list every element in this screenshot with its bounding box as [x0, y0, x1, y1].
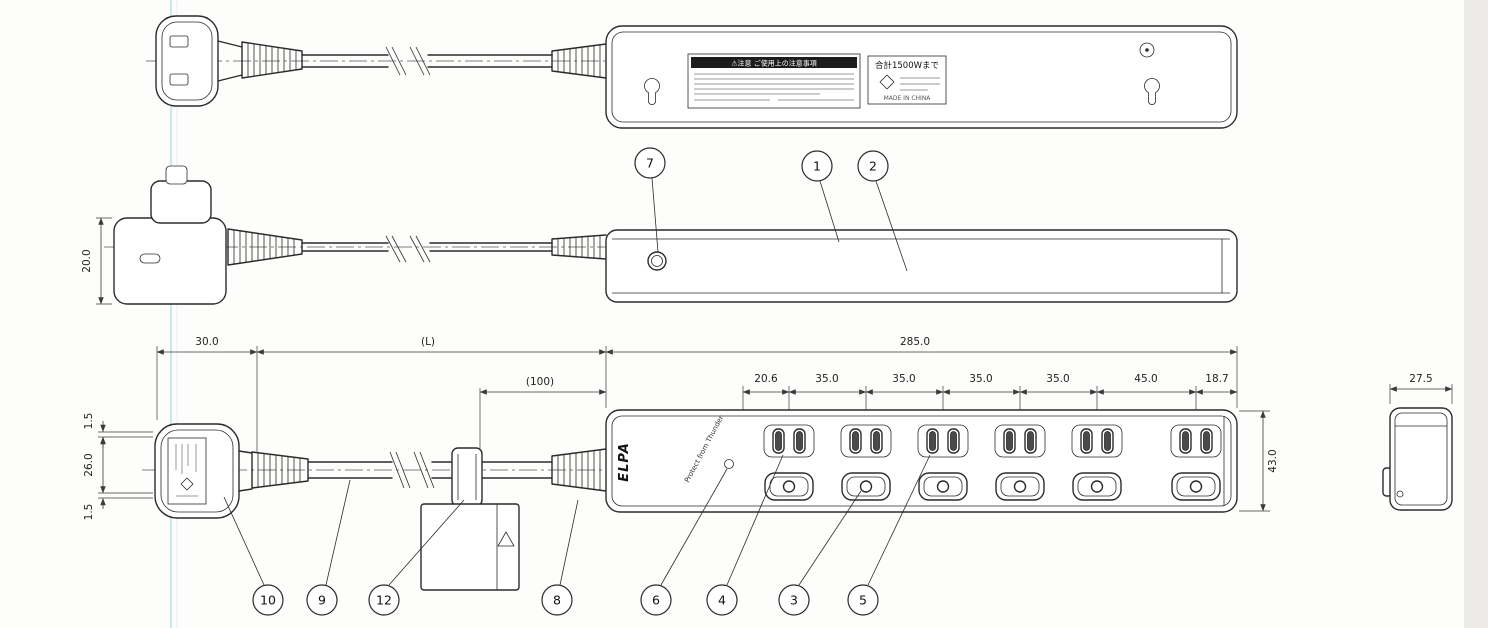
screw-center	[1145, 48, 1149, 52]
view-side: 20.0 7 1	[81, 147, 1238, 305]
callout-6: 6	[640, 468, 728, 616]
callout-4: 4	[706, 454, 784, 616]
pse-diamond-mark	[180, 477, 194, 491]
plug-label-text-lines	[175, 444, 198, 497]
dim-text-1-5-bottom: 1.5	[83, 504, 95, 521]
protector-button-inner	[651, 255, 663, 267]
dim-text-18-7: 18.7	[1205, 373, 1228, 385]
rating-label-main: 合計1500Wまで	[875, 60, 939, 71]
strip-body-front: ELPA Protect from Thunder	[605, 409, 1238, 513]
strain-relief-strip-top	[551, 43, 607, 79]
callout-2-number: 2	[869, 159, 877, 174]
view-top-back: ⚠注意 ご使用上の注意事項 合計1500Wまで MADE IN CHINA	[146, 15, 1238, 129]
brand-logo: ELPA	[617, 442, 632, 482]
dim-text-1-5-top: 1.5	[83, 413, 95, 430]
plug-blade-side	[165, 165, 188, 185]
callout-3: 3	[778, 490, 862, 616]
cord-tag	[420, 447, 520, 591]
plug-back	[155, 15, 243, 107]
dim-text-27-5: 27.5	[1409, 373, 1432, 385]
dim-text-30: 30.0	[195, 336, 218, 348]
callout-10-number: 10	[260, 593, 276, 608]
plug-front	[154, 423, 253, 519]
callout-1: 1	[801, 150, 840, 243]
cord-top	[301, 46, 553, 76]
warning-triangle-icon	[497, 531, 515, 547]
dim-strip-height: 43.0	[1239, 410, 1279, 512]
dim-text-285: 285.0	[900, 336, 930, 348]
strain-relief-plug-top	[241, 41, 303, 79]
strip-body-side	[605, 229, 1238, 303]
rating-label-text-lines	[900, 77, 940, 91]
cord-break-symbol	[385, 46, 431, 76]
dim-text-45: 45.0	[1134, 373, 1157, 385]
keyhole-mount-slot	[1144, 78, 1160, 105]
callout-5-number: 5	[859, 593, 867, 608]
dim-text-35-d: 35.0	[1046, 373, 1069, 385]
plug-blade-slot	[169, 73, 189, 86]
callout-12: 12	[368, 499, 465, 616]
dim-100: (100)	[479, 376, 607, 450]
strain-relief-strip-side	[551, 234, 607, 260]
end-view-detail-circle	[1396, 490, 1404, 498]
rating-label-sub: MADE IN CHINA	[884, 95, 932, 102]
callout-9-number: 9	[318, 593, 326, 608]
callout-1-number: 1	[813, 159, 821, 174]
surge-indicator-led	[724, 459, 734, 469]
plug-side	[113, 165, 227, 305]
page-edge-shadow	[1464, 0, 1488, 628]
pse-diamond-mark	[879, 74, 895, 90]
dim-text-35-a: 35.0	[815, 373, 838, 385]
callout-5: 5	[847, 454, 931, 616]
end-view-body	[1389, 407, 1453, 511]
cord-break-symbol	[385, 235, 431, 263]
strain-relief-plug-side	[227, 228, 303, 266]
dim-text-100: (100)	[526, 376, 554, 388]
callout-2: 2	[857, 150, 908, 272]
dim-text-35-c: 35.0	[969, 373, 992, 385]
cord-break-symbol	[389, 451, 435, 489]
dim-text-L: (L)	[421, 336, 435, 348]
plug-blade-slot	[169, 35, 189, 48]
strain-relief-strip-front	[551, 448, 607, 492]
strip-body-back: ⚠注意 ご使用上の注意事項 合計1500Wまで MADE IN CHINA	[605, 25, 1238, 129]
warning-label: ⚠注意 ご使用上の注意事項	[687, 53, 861, 109]
keyhole-mount-slot	[644, 78, 660, 105]
dim-row-overall: 30.0 (L) 285.0	[156, 336, 1238, 452]
callout-8: 8	[541, 499, 579, 616]
dim-text-20: 20.0	[81, 249, 93, 272]
warning-label-text-lines	[694, 73, 854, 101]
callout-4-number: 4	[718, 593, 726, 608]
view-end: 27.5	[1382, 373, 1453, 511]
rating-label: 合計1500Wまで MADE IN CHINA	[867, 55, 947, 105]
plug-side-detail	[139, 253, 161, 264]
callout-10: 10	[223, 496, 284, 616]
screw-boss	[1139, 42, 1155, 58]
protector-button-side	[647, 251, 667, 271]
callout-8-number: 8	[553, 593, 561, 608]
plug-label	[167, 437, 207, 505]
callout-9: 9	[306, 479, 351, 616]
callout-6-number: 6	[652, 593, 660, 608]
dim-text-43: 43.0	[1267, 449, 1279, 472]
dim-plug-label: 1.5 26.0 1.5	[83, 413, 153, 521]
callout-3-number: 3	[790, 593, 798, 608]
end-view-inner	[1394, 412, 1448, 506]
warning-label-header: ⚠注意 ご使用上の注意事項	[731, 59, 817, 68]
dim-row-outlets: 20.6 35.0 35.0 35.0 35.0 45.0 18.7	[742, 373, 1238, 410]
callout-12-number: 12	[376, 593, 392, 608]
strain-relief-plug-front	[251, 451, 309, 489]
cord-side	[301, 235, 553, 263]
dim-text-20-6: 20.6	[754, 373, 778, 385]
dim-text-35-b: 35.0	[892, 373, 915, 385]
dim-text-26: 26.0	[83, 453, 95, 476]
callout-7: 7	[634, 147, 666, 253]
cord-front	[307, 451, 553, 489]
callout-7-number: 7	[646, 156, 654, 171]
dim-plug-height: 20.0	[81, 217, 112, 305]
view-front: 30.0 (L) 285.0 (100) 20.6 35.0 35.0 35.0…	[83, 336, 1279, 616]
